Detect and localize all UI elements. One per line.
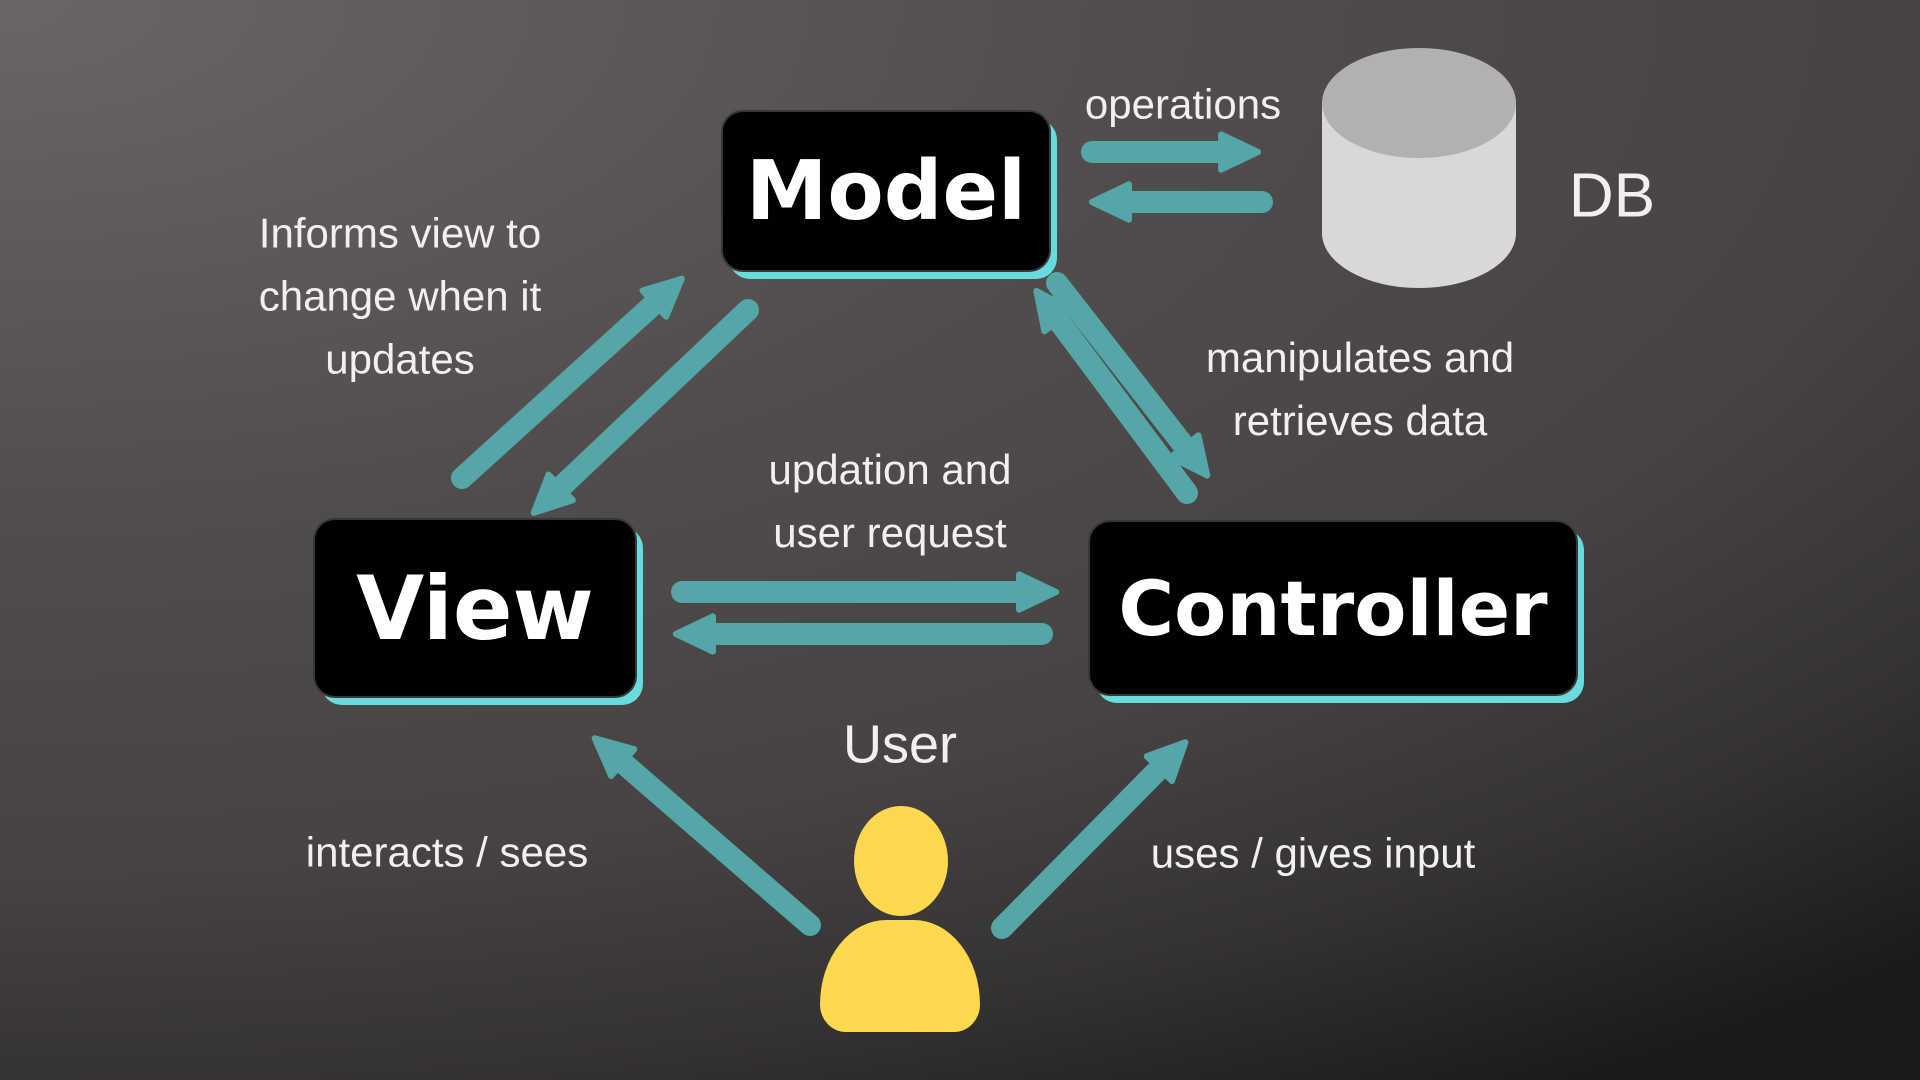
controller-label: Controller [1118,563,1548,653]
view-label: View [356,556,594,660]
uses-gives-input-label: uses / gives input [1150,829,1476,877]
user-icon [820,806,980,1032]
db-label: DB [1568,161,1656,231]
informs-view-label: Informs view to change when it updates [259,202,542,391]
user-icon-head [854,806,948,916]
arrow-controller-to-model [1033,287,1198,504]
arrow-view-to-model [451,275,685,489]
user-label: User [842,714,958,775]
label-line: updation and [768,446,1012,493]
label-line: retrieves data [1232,397,1488,444]
label-line: updates [325,335,475,383]
arrow-user-to-controller [991,739,1189,939]
label-line: manipulates and [1205,334,1515,381]
updation-request-label: updation and user request [769,438,1012,564]
model-box: Model [721,110,1051,272]
interacts-sees-label: interacts / sees [305,828,589,876]
model-label: Model [745,143,1027,239]
database-icon [1322,48,1516,288]
controller-box: Controller [1088,520,1578,696]
label-line: user request [773,509,1007,556]
label-line: change when it [258,272,542,320]
arrow-model-to-controller [1046,272,1211,479]
database-cylinder-top [1322,48,1516,158]
manipulates-data-label: manipulates and retrieves data [1206,326,1514,452]
view-box: View [313,518,637,698]
user-icon-body [820,920,980,1032]
arrow-user-to-view [591,735,821,936]
operations-label: operations [1084,80,1282,128]
database-cylinder-bottom [1322,178,1516,288]
arrow-model-to-view [530,299,759,516]
label-line: Informs view to [258,209,542,257]
